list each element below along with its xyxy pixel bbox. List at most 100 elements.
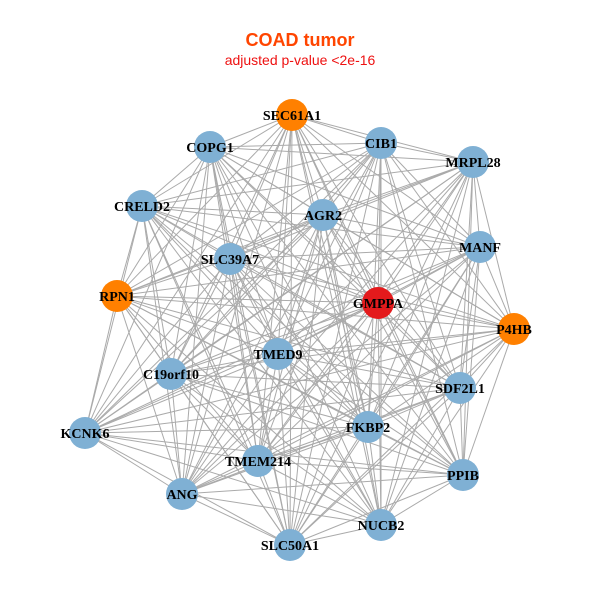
- node-label: KCNK6: [61, 427, 110, 442]
- edge: [116, 295, 382, 526]
- edge: [277, 328, 515, 355]
- edge: [181, 258, 231, 495]
- edge: [170, 373, 461, 389]
- node-label: P4HB: [496, 323, 532, 338]
- edge: [181, 353, 279, 495]
- edge: [380, 142, 464, 476]
- edge: [229, 114, 293, 260]
- node-label: MRPL28: [445, 156, 500, 171]
- edge: [289, 114, 293, 546]
- edge: [170, 146, 211, 375]
- edge: [209, 146, 279, 355]
- edge: [322, 214, 481, 248]
- node-circle: [276, 99, 308, 131]
- edge: [116, 295, 183, 495]
- edge: [116, 246, 481, 297]
- edge: [229, 258, 379, 304]
- node-ppib: PPIB: [447, 459, 479, 491]
- edge: [367, 426, 464, 476]
- node-label: MANF: [459, 241, 501, 256]
- edge: [322, 161, 474, 216]
- edge: [277, 353, 461, 389]
- edge: [170, 373, 382, 526]
- node-ang: ANG: [166, 478, 198, 510]
- edge: [170, 373, 369, 428]
- edge: [289, 302, 379, 546]
- node-label: SLC39A7: [201, 253, 259, 268]
- edge: [209, 146, 464, 476]
- edge: [181, 387, 461, 495]
- edge: [380, 142, 481, 248]
- edge: [289, 214, 324, 546]
- node-circle: [155, 358, 187, 390]
- node-label: COPG1: [186, 141, 233, 156]
- edge: [181, 246, 481, 495]
- edge: [84, 373, 172, 434]
- edge: [291, 114, 324, 216]
- node-circle: [69, 417, 101, 449]
- node-fkbp2: FKBP2: [346, 411, 390, 443]
- edge: [459, 246, 481, 389]
- edge: [229, 258, 382, 526]
- node-circle: [262, 338, 294, 370]
- edge: [380, 328, 515, 526]
- edge: [141, 205, 259, 462]
- edge: [84, 205, 143, 434]
- node-label: NUCB2: [358, 519, 405, 534]
- edge: [229, 258, 461, 389]
- node-circle: [365, 509, 397, 541]
- edge: [377, 302, 382, 526]
- edge: [181, 302, 379, 495]
- node-label: RPN1: [99, 290, 135, 305]
- edge: [84, 387, 461, 434]
- node-circle: [457, 146, 489, 178]
- chart-subtitle: adjusted p-value <2e-16: [224, 52, 376, 68]
- edge: [209, 146, 291, 546]
- edge: [257, 114, 293, 462]
- edge: [116, 161, 474, 297]
- edge: [84, 146, 211, 434]
- edge: [462, 328, 515, 476]
- edge: [209, 146, 461, 389]
- edge: [84, 142, 382, 434]
- node-c19orf10: C19orf10: [143, 358, 199, 390]
- node-circle: [365, 127, 397, 159]
- node-cib1: CIB1: [365, 127, 397, 159]
- edge: [141, 205, 279, 355]
- node-agr2: AGR2: [304, 199, 342, 231]
- node-nucb2: NUCB2: [358, 509, 405, 541]
- node-label: TMED9: [254, 348, 303, 363]
- edge: [209, 142, 382, 148]
- node-circle: [194, 131, 226, 163]
- node-manf: MANF: [459, 231, 501, 263]
- edge: [116, 295, 379, 304]
- edge: [209, 146, 382, 526]
- node-creld2: CRELD2: [114, 190, 170, 222]
- edge: [367, 302, 379, 428]
- edge: [141, 205, 324, 216]
- edge: [141, 205, 382, 526]
- edge: [181, 146, 211, 495]
- node-p4hb: P4HB: [496, 313, 532, 345]
- node-circle: [307, 199, 339, 231]
- edge: [116, 146, 211, 297]
- node-copg1: COPG1: [186, 131, 234, 163]
- edge: [367, 328, 515, 428]
- edge: [170, 373, 464, 476]
- edge: [462, 161, 474, 476]
- edge: [181, 474, 464, 495]
- edges: [84, 114, 515, 546]
- node-rpn1: RPN1: [99, 280, 135, 312]
- node-tmem214: TMEM214: [225, 445, 291, 477]
- node-kcnk6: KCNK6: [61, 417, 110, 449]
- node-label: CIB1: [365, 137, 397, 152]
- edge: [277, 353, 369, 428]
- edge: [257, 302, 379, 462]
- node-circle: [214, 243, 246, 275]
- edge: [277, 302, 379, 355]
- edge: [84, 432, 183, 495]
- edge: [84, 426, 369, 434]
- node-circle: [498, 313, 530, 345]
